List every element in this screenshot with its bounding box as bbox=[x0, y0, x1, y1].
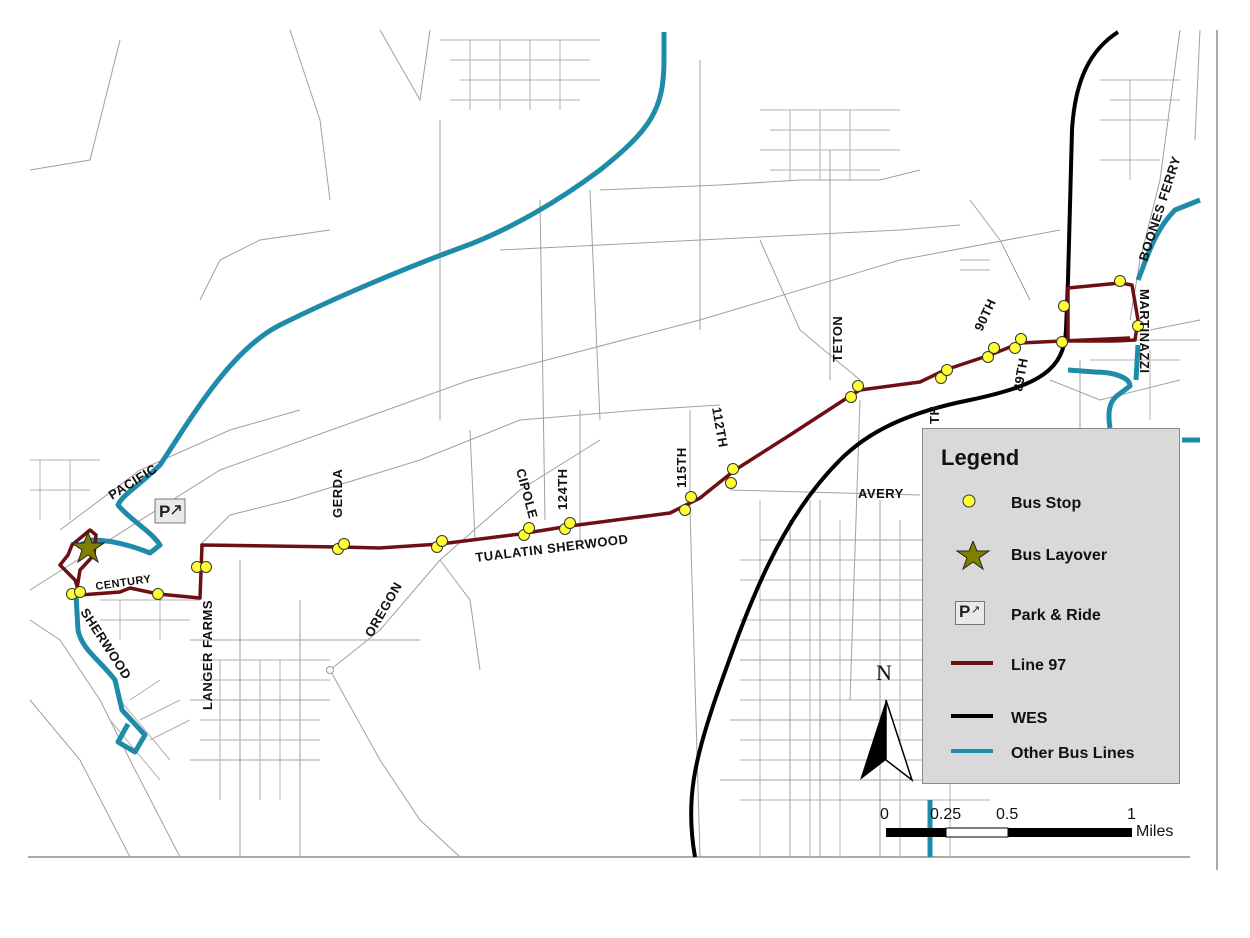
legend-label: Line 97 bbox=[1011, 657, 1067, 674]
street-label-gerda: GERDA bbox=[330, 468, 345, 518]
legend-label: Other Bus Lines bbox=[1011, 745, 1135, 762]
north-arrow-icon bbox=[860, 699, 914, 783]
bus-stop bbox=[1114, 275, 1126, 287]
bus-stop bbox=[1132, 320, 1144, 332]
bus-stop bbox=[1015, 333, 1027, 345]
scale-bar bbox=[886, 827, 1132, 838]
bus-stop bbox=[982, 351, 994, 363]
bus-stop bbox=[685, 491, 697, 503]
map-frame bbox=[28, 30, 1218, 870]
bus-stop bbox=[523, 522, 535, 534]
bus-stop bbox=[1056, 336, 1068, 348]
bus-stop bbox=[74, 586, 86, 598]
legend-label: WES bbox=[1011, 710, 1048, 727]
scale-tick-0: 0 bbox=[880, 806, 889, 823]
street-label-cipole: CIPOLE bbox=[513, 467, 541, 521]
legend-label: Park & Ride bbox=[1011, 607, 1101, 624]
bus-stop bbox=[988, 342, 1000, 354]
bus-stop bbox=[679, 504, 691, 516]
bus-stop bbox=[200, 561, 212, 573]
bus-stop-icon bbox=[962, 494, 976, 508]
bus-stops bbox=[66, 275, 1144, 674]
street-label-langer-farms: LANGER FARMS bbox=[200, 600, 215, 710]
bus-stop bbox=[1009, 342, 1021, 354]
bus-stop bbox=[326, 666, 334, 674]
street-label-90th: 90TH bbox=[971, 296, 999, 333]
street-label-teton: TETON bbox=[830, 316, 845, 362]
street-label-115th: 115TH bbox=[674, 447, 689, 488]
bus-stop bbox=[564, 517, 576, 529]
line-97-route bbox=[58, 281, 1140, 600]
bus-stop bbox=[852, 380, 864, 392]
scale-tick-1: 1 bbox=[1127, 806, 1136, 823]
scale-tick-05: 0.5 bbox=[996, 806, 1019, 823]
street-label-112th: 112TH bbox=[709, 406, 731, 449]
legend-item-other-bus-lines: Other Bus Lines bbox=[923, 739, 1181, 769]
scale-unit: Miles bbox=[1136, 823, 1174, 840]
bus-layover-star-icon bbox=[70, 530, 106, 564]
residential-blocks bbox=[30, 39, 1200, 857]
star-icon bbox=[955, 541, 991, 571]
street-label-89th: 89TH bbox=[1010, 357, 1031, 393]
park-and-ride-icon: P↗ bbox=[955, 601, 985, 625]
street-label-th: TH bbox=[927, 406, 942, 424]
legend-item-line-97: Line 97 bbox=[923, 651, 1181, 681]
bus-stop bbox=[941, 364, 953, 376]
legend-item-wes: WES bbox=[923, 704, 1181, 734]
street-label-martinazzi: MARTINAZZI bbox=[1137, 289, 1152, 373]
legend-panel: Legend Bus Stop Bus Layover P↗ Park & Ri… bbox=[922, 428, 1180, 784]
other-bus-lines bbox=[73, 32, 1201, 857]
street-label-oregon: OREGON bbox=[362, 579, 405, 639]
north-arrow-label: N bbox=[876, 660, 892, 685]
legend-item-bus-stop: Bus Stop bbox=[923, 489, 1181, 519]
bus-stop bbox=[152, 588, 164, 600]
street-label-pacific: PACIFIC bbox=[106, 461, 160, 503]
bus-stop bbox=[725, 477, 737, 489]
wes-swatch bbox=[951, 714, 993, 718]
svg-text:P: P bbox=[159, 502, 170, 521]
legend-label: Bus Stop bbox=[1011, 495, 1082, 512]
scale-tick-025: 0.25 bbox=[930, 806, 962, 823]
bus-stop bbox=[935, 372, 947, 384]
bus-stop bbox=[1058, 300, 1070, 312]
park-and-ride-icon: P bbox=[154, 498, 186, 524]
legend-item-park-and-ride: P↗ Park & Ride bbox=[923, 601, 1181, 631]
legend-item-bus-layover: Bus Layover bbox=[923, 541, 1181, 571]
line-97-swatch bbox=[951, 661, 993, 665]
other-bus-lines-swatch bbox=[951, 749, 993, 753]
legend-label: Bus Layover bbox=[1011, 547, 1108, 564]
street-label-124th: 124TH bbox=[555, 468, 570, 510]
street-label-avery: AVERY bbox=[858, 486, 904, 501]
legend-title: Legend bbox=[941, 445, 1020, 470]
wes-rail-line bbox=[689, 30, 1120, 858]
bus-stop bbox=[338, 538, 350, 550]
bus-stop bbox=[436, 535, 448, 547]
bus-stop bbox=[727, 463, 739, 475]
bus-stop bbox=[845, 391, 857, 403]
